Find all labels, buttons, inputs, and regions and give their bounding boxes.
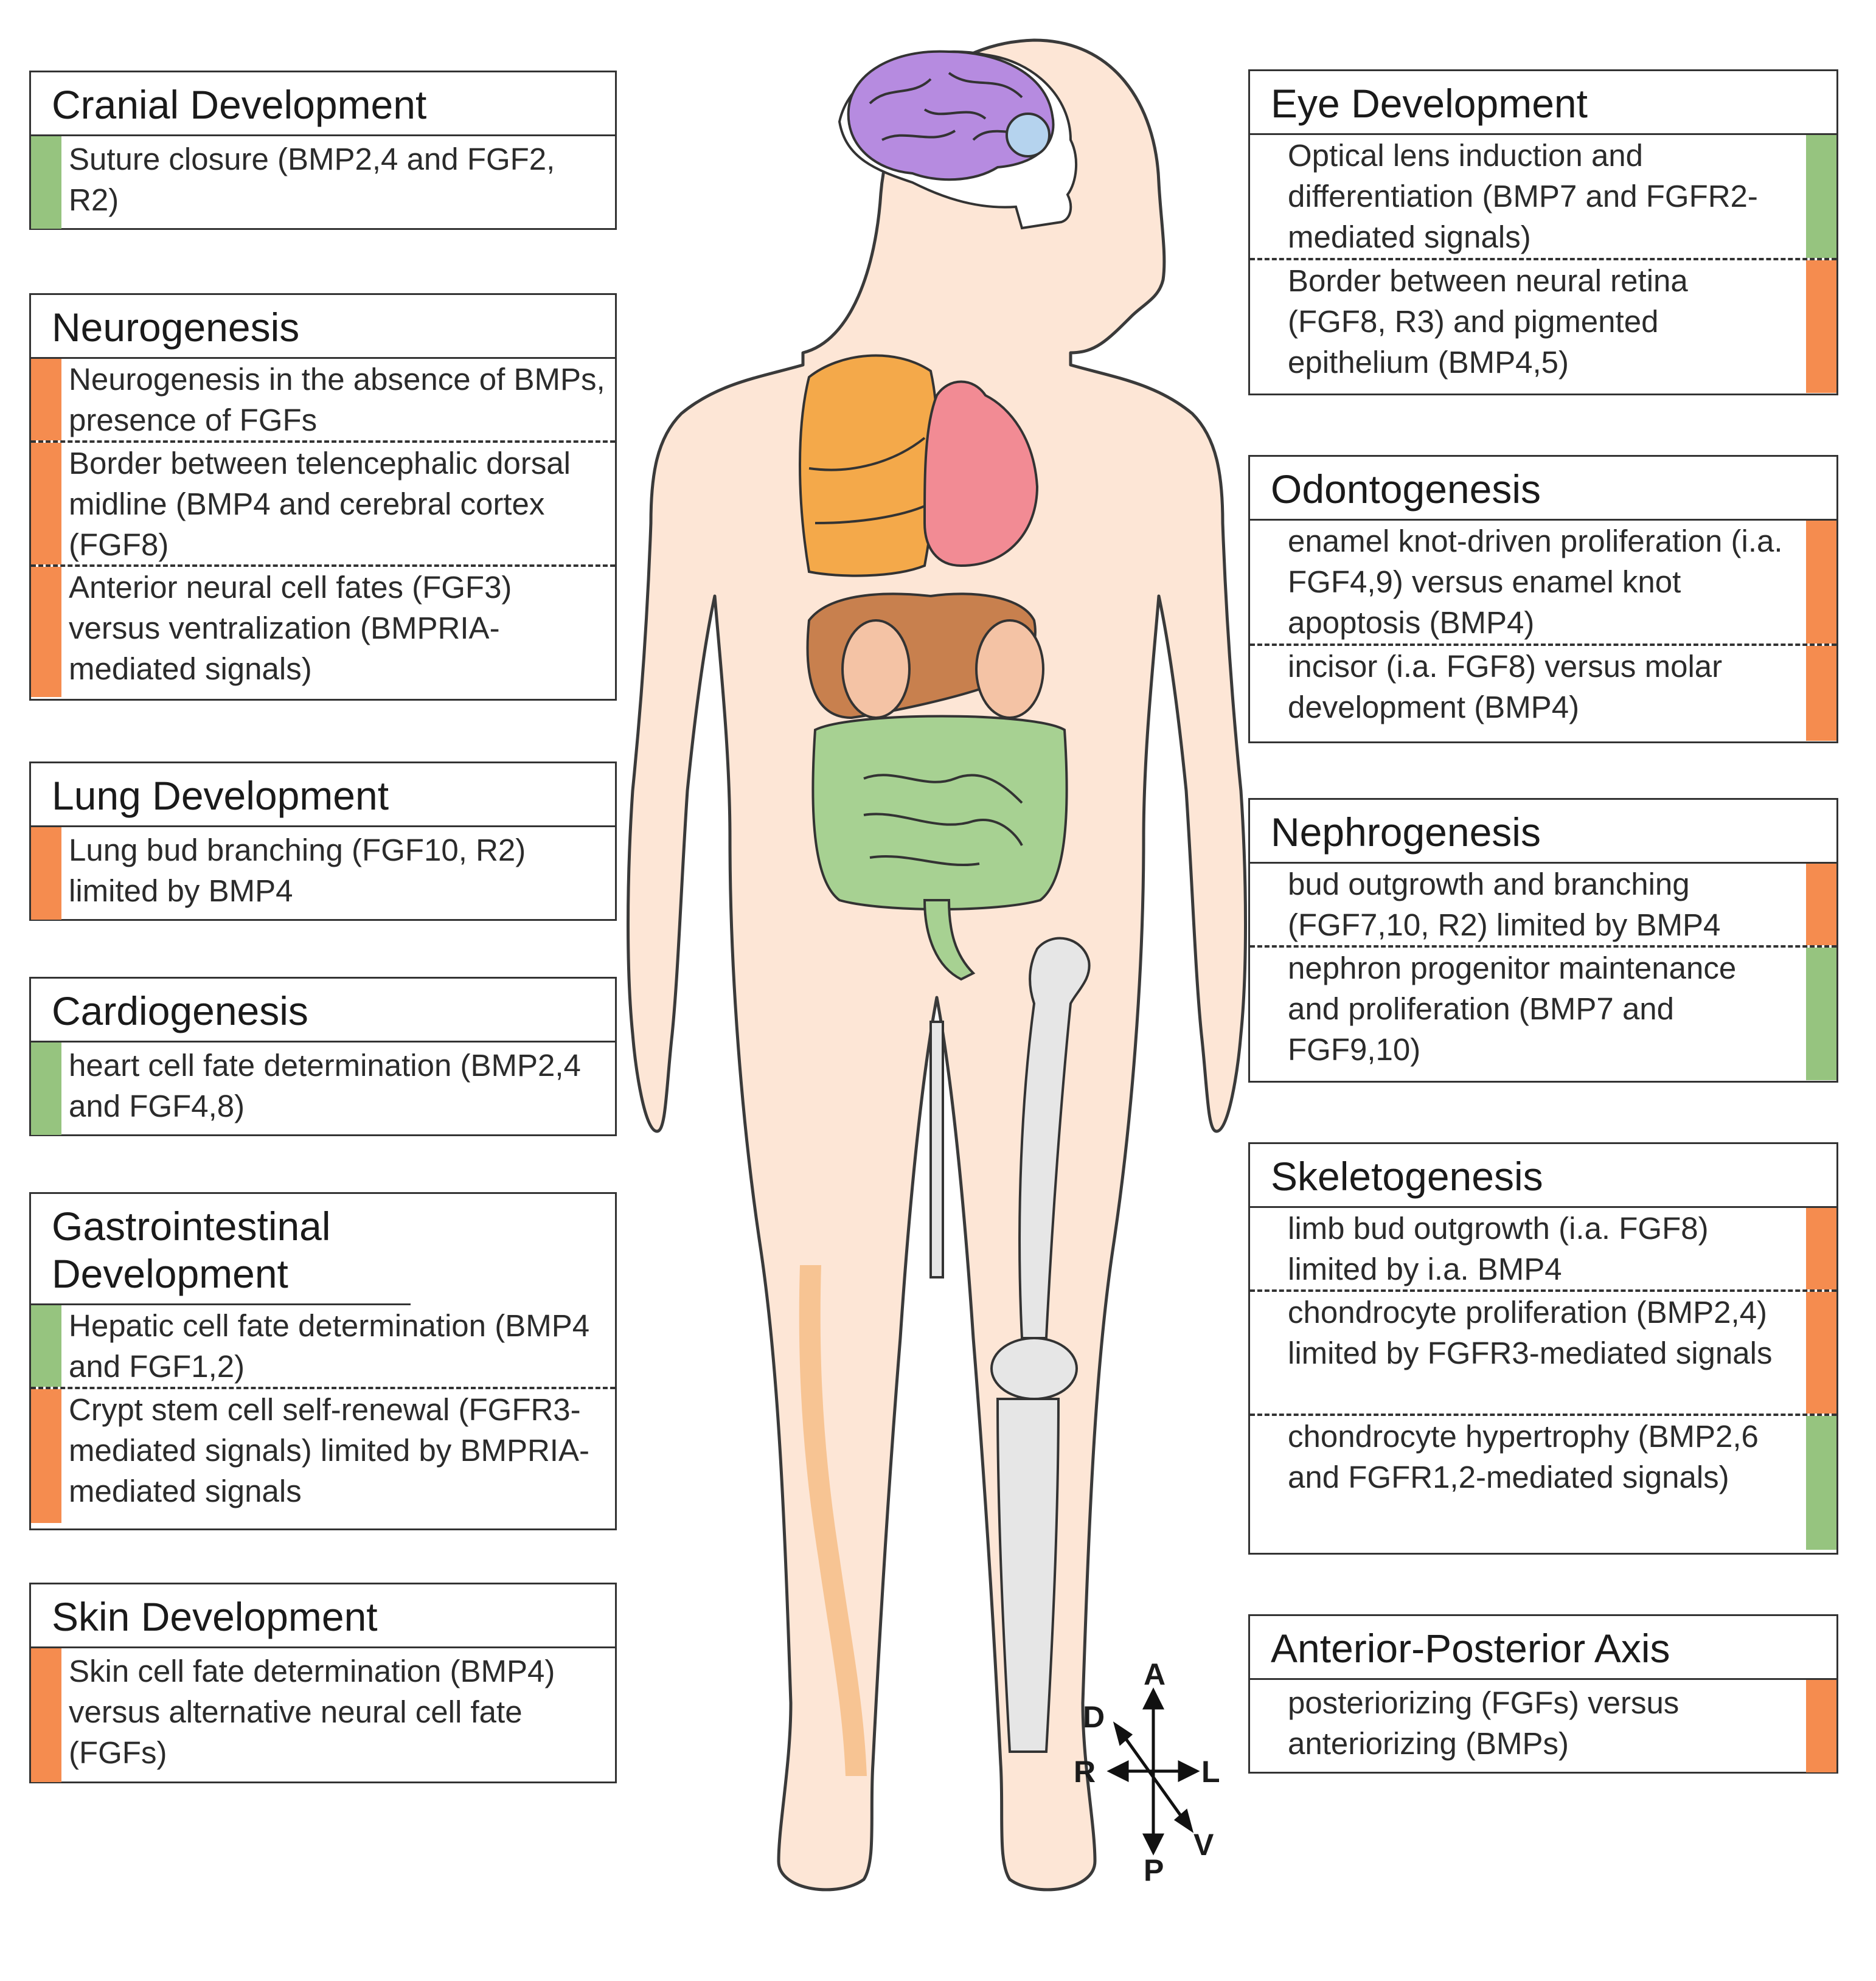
box-item: Skin cell fate determination (BMP4) vers… bbox=[31, 1648, 615, 1782]
box-title: Skeletogenesis bbox=[1250, 1144, 1836, 1208]
box-item: Border between neural retina (FGF8, R3) … bbox=[1250, 258, 1836, 393]
signal-indicator bbox=[31, 827, 61, 920]
box-title: Gastrointestinal Development bbox=[31, 1194, 411, 1305]
compass-label-a: A bbox=[1144, 1657, 1166, 1691]
signal-indicator bbox=[31, 1389, 61, 1523]
box-title: Neurogenesis bbox=[31, 295, 615, 359]
box-item: Lung bud branching (FGF10, R2) limited b… bbox=[31, 827, 615, 920]
cranial-development-box: Cranial Development Suture closure (BMP2… bbox=[29, 71, 617, 230]
signal-indicator bbox=[31, 1043, 61, 1135]
item-text: incisor (i.a. FGF8) versus molar develop… bbox=[1288, 649, 1723, 724]
signal-indicator bbox=[1806, 521, 1836, 644]
signal-indicator bbox=[1806, 135, 1836, 258]
item-text: posteriorizing (FGFs) versus anteriorizi… bbox=[1288, 1685, 1680, 1761]
item-text: chondrocyte hypertrophy (BMP2,6 and FGFR… bbox=[1288, 1419, 1759, 1494]
box-item: bud outgrowth and branching (FGF7,10, R2… bbox=[1250, 864, 1836, 945]
cardiogenesis-box: Cardiogenesis heart cell fate determinat… bbox=[29, 977, 617, 1136]
signal-indicator bbox=[31, 136, 61, 229]
item-text: chondrocyte proliferation (BMP2,4) limit… bbox=[1288, 1295, 1773, 1370]
compass-label-v: V bbox=[1193, 1828, 1214, 1862]
signal-indicator bbox=[31, 443, 61, 564]
signal-indicator bbox=[1806, 1208, 1836, 1289]
leg-bones bbox=[929, 937, 1091, 1753]
item-text: Crypt stem cell self-renewal (FGFR3-medi… bbox=[69, 1392, 589, 1508]
brain bbox=[847, 50, 1055, 181]
box-item: Optical lens induction and differentiati… bbox=[1250, 135, 1836, 258]
intestines bbox=[811, 715, 1068, 981]
eye-development-box: Eye Development Optical lens induction a… bbox=[1248, 69, 1838, 395]
skin-strip bbox=[799, 1265, 867, 1776]
signal-indicator bbox=[31, 1648, 61, 1782]
signal-indicator bbox=[1806, 948, 1836, 1080]
item-text: Hepatic cell fate determination (BMP4 an… bbox=[69, 1308, 590, 1384]
box-item: chondrocyte proliferation (BMP2,4) limit… bbox=[1250, 1289, 1836, 1414]
item-text: Neurogenesis in the absence of BMPs, pre… bbox=[69, 362, 605, 437]
signal-indicator bbox=[31, 359, 61, 440]
box-title: Anterior-Posterior Axis bbox=[1250, 1616, 1836, 1680]
lung-development-box: Lung Development Lung bud branching (FGF… bbox=[29, 762, 617, 921]
signal-indicator bbox=[1806, 1680, 1836, 1772]
item-text: Skin cell fate determination (BMP4) vers… bbox=[69, 1654, 555, 1770]
box-item: incisor (i.a. FGF8) versus molar develop… bbox=[1250, 644, 1836, 741]
box-title: Nephrogenesis bbox=[1250, 800, 1836, 864]
box-item: nephron progenitor maintenance and proli… bbox=[1250, 945, 1836, 1080]
item-text: limb bud outgrowth (i.a. FGF8) limited b… bbox=[1288, 1211, 1709, 1286]
signal-indicator bbox=[1806, 646, 1836, 741]
orientation-compass bbox=[1106, 1687, 1200, 1856]
item-text: Border between neural retina (FGF8, R3) … bbox=[1288, 263, 1688, 380]
anterior-posterior-axis-box: Anterior-Posterior Axis posteriorizing (… bbox=[1248, 1614, 1838, 1774]
box-title: Cranial Development bbox=[31, 72, 615, 136]
skin-development-box: Skin Development Skin cell fate determin… bbox=[29, 1583, 617, 1783]
box-item: Border between telencephalic dorsal midl… bbox=[31, 440, 615, 564]
box-item: posteriorizing (FGFs) versus anteriorizi… bbox=[1250, 1680, 1836, 1772]
odontogenesis-box: Odontogenesis enamel knot-driven prolife… bbox=[1248, 455, 1838, 743]
box-title: Lung Development bbox=[31, 763, 615, 827]
box-title: Eye Development bbox=[1250, 71, 1836, 135]
box-item: enamel knot-driven proliferation (i.a. F… bbox=[1250, 521, 1836, 644]
item-text: heart cell fate determination (BMP2,4 an… bbox=[69, 1048, 581, 1123]
box-title: Skin Development bbox=[31, 1584, 615, 1648]
box-title: Odontogenesis bbox=[1250, 457, 1836, 521]
item-text: Suture closure (BMP2,4 and FGF2, R2) bbox=[69, 142, 555, 217]
box-item: chondrocyte hypertrophy (BMP2,6 and FGFR… bbox=[1250, 1414, 1836, 1550]
compass-label-l: L bbox=[1201, 1755, 1220, 1789]
box-item: Suture closure (BMP2,4 and FGF2, R2) bbox=[31, 136, 615, 229]
kidney-right bbox=[975, 619, 1044, 719]
box-item: heart cell fate determination (BMP2,4 an… bbox=[31, 1043, 615, 1135]
body-silhouette bbox=[627, 38, 1247, 1892]
item-text: nephron progenitor maintenance and proli… bbox=[1288, 951, 1737, 1067]
gastrointestinal-development-box: Gastrointestinal Development Hepatic cel… bbox=[29, 1192, 617, 1530]
eye bbox=[1006, 113, 1051, 158]
signal-indicator bbox=[1806, 1292, 1836, 1414]
box-item: Neurogenesis in the absence of BMPs, pre… bbox=[31, 359, 615, 440]
skeletogenesis-box: Skeletogenesis limb bud outgrowth (i.a. … bbox=[1248, 1142, 1838, 1555]
item-text: Anterior neural cell fates (FGF3) versus… bbox=[69, 570, 512, 686]
signal-indicator bbox=[1806, 1416, 1836, 1550]
item-text: Lung bud branching (FGF10, R2) limited b… bbox=[69, 833, 526, 908]
lung bbox=[799, 354, 939, 577]
item-text: Border between telencephalic dorsal midl… bbox=[69, 446, 571, 562]
nephrogenesis-box: Nephrogenesis bud outgrowth and branchin… bbox=[1248, 798, 1838, 1083]
item-text: Optical lens induction and differentiati… bbox=[1288, 138, 1758, 254]
box-item: Hepatic cell fate determination (BMP4 an… bbox=[31, 1305, 615, 1387]
signal-indicator bbox=[1806, 864, 1836, 945]
box-item: limb bud outgrowth (i.a. FGF8) limited b… bbox=[1250, 1208, 1836, 1289]
item-text: enamel knot-driven proliferation (i.a. F… bbox=[1288, 524, 1783, 640]
signal-indicator bbox=[31, 567, 61, 697]
heart bbox=[923, 380, 1039, 567]
item-text: bud outgrowth and branching (FGF7,10, R2… bbox=[1288, 867, 1721, 942]
box-title: Cardiogenesis bbox=[31, 979, 615, 1043]
compass-label-d: D bbox=[1083, 1700, 1105, 1734]
box-item: Crypt stem cell self-renewal (FGFR3-medi… bbox=[31, 1387, 615, 1523]
compass-label-p: P bbox=[1144, 1853, 1164, 1887]
kidney-left bbox=[841, 619, 911, 719]
signal-indicator bbox=[31, 1305, 61, 1387]
neurogenesis-box: Neurogenesis Neurogenesis in the absence… bbox=[29, 293, 617, 701]
signal-indicator bbox=[1806, 260, 1836, 393]
compass-label-r: R bbox=[1074, 1755, 1096, 1789]
box-item: Anterior neural cell fates (FGF3) versus… bbox=[31, 564, 615, 697]
